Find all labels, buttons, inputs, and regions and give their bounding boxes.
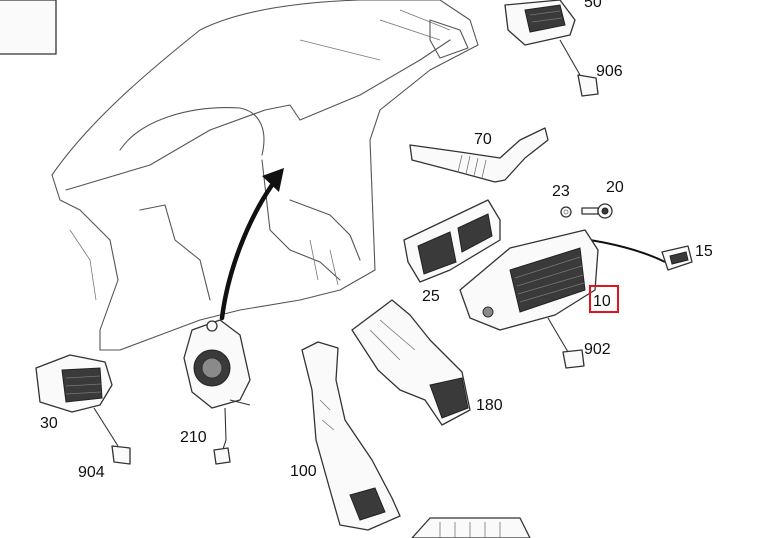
part-70-duct (409, 127, 549, 183)
callout-904: 904 (78, 464, 105, 481)
callout-15: 15 (695, 243, 713, 260)
part-100-duct (301, 341, 401, 531)
callout-25: 25 (422, 288, 440, 305)
part-25-frame (403, 199, 501, 283)
callout-30: 30 (40, 415, 58, 432)
callout-20: 20 (606, 179, 624, 196)
callout-210: 210 (180, 429, 207, 446)
callout-100: 100 (290, 463, 317, 480)
callout-23: 23 (552, 183, 570, 200)
part-20-screw (581, 203, 613, 219)
callout-labels: 50 906 70 23 20 15 25 10 902 180 30 210 … (40, 0, 713, 481)
callout-70: 70 (474, 131, 492, 148)
legend-box (0, 0, 57, 55)
part-10-center-vent (459, 229, 599, 369)
highlight-box (589, 285, 619, 313)
part-15-connector (589, 239, 693, 271)
install-arrow (219, 168, 284, 321)
part-210-switch (183, 319, 251, 465)
part-180-duct (351, 299, 471, 426)
part-50-vent (504, 0, 599, 97)
part-23-nut (560, 206, 572, 218)
callout-906: 906 (596, 63, 623, 80)
dashboard-outline (51, 0, 479, 351)
callout-902: 902 (584, 341, 611, 358)
callout-50: 50 (584, 0, 602, 11)
part-30-vent (35, 354, 131, 465)
callout-180: 180 (476, 397, 503, 414)
part-bottom-fragment (411, 517, 531, 538)
callout-10[interactable]: 10 (593, 293, 611, 310)
